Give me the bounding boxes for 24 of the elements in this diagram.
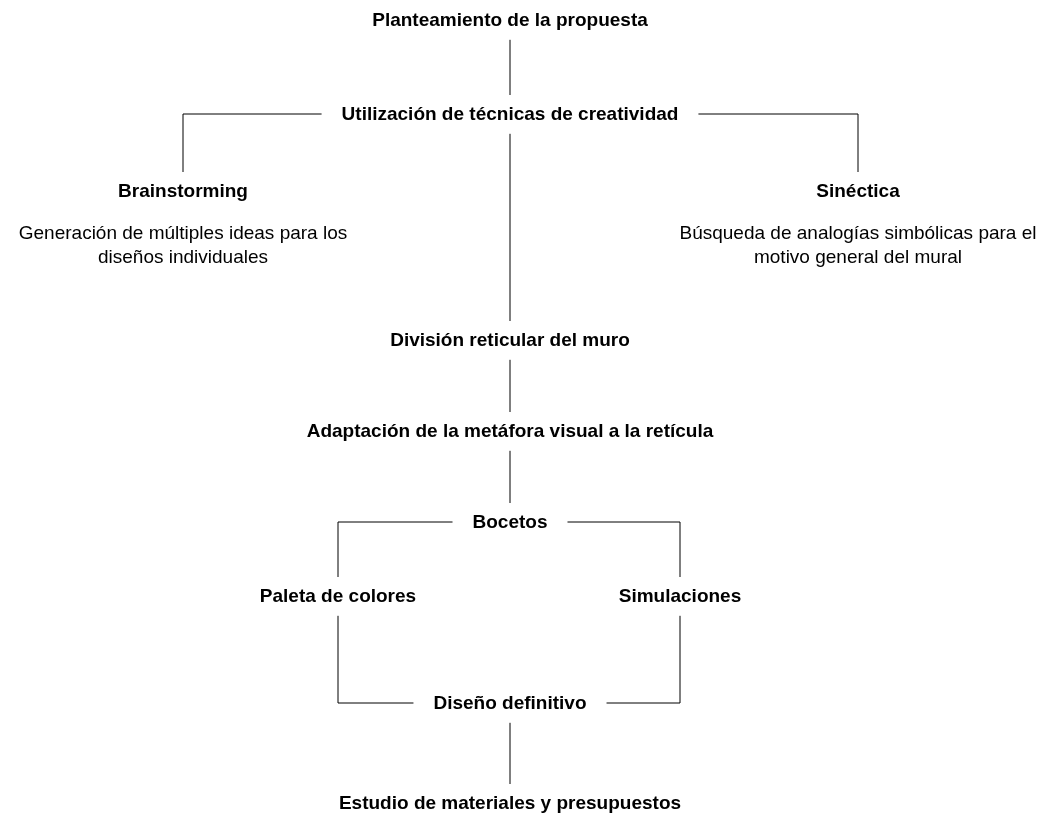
step-label: División reticular del muro xyxy=(390,329,630,352)
connector-line xyxy=(606,615,681,704)
step-label: Bocetos xyxy=(472,511,548,534)
step-label: Adaptación de la metáfora visual a la retícula xyxy=(306,420,714,443)
step-label: Paleta de colores xyxy=(259,585,417,608)
connector-line xyxy=(182,113,323,173)
connector-line xyxy=(509,359,511,413)
connector-line xyxy=(697,113,859,173)
connector-line xyxy=(509,722,511,785)
step-label: Diseño definitivo xyxy=(433,692,587,715)
connector-line xyxy=(509,133,511,322)
connector-line xyxy=(509,450,511,504)
step-label: Planteamiento de la propuesta xyxy=(372,9,648,32)
connector-line xyxy=(337,521,453,578)
step-label: Estudio de materiales y presupuestos xyxy=(338,792,682,815)
connector-line xyxy=(567,521,681,578)
step-label: Sinéctica xyxy=(815,180,901,203)
step-label: Brainstorming xyxy=(117,180,249,203)
step-label: Simulaciones xyxy=(618,585,742,608)
step-label: Utilización de técnicas de creatividad xyxy=(341,103,679,126)
step-description: Búsqueda de analogías simbólicas para el motivo general del mural xyxy=(678,220,1038,269)
connector-line xyxy=(337,615,414,704)
connector-line xyxy=(509,39,511,96)
step-description: Generación de múltiples ideas para los diseños individuales xyxy=(17,220,349,269)
